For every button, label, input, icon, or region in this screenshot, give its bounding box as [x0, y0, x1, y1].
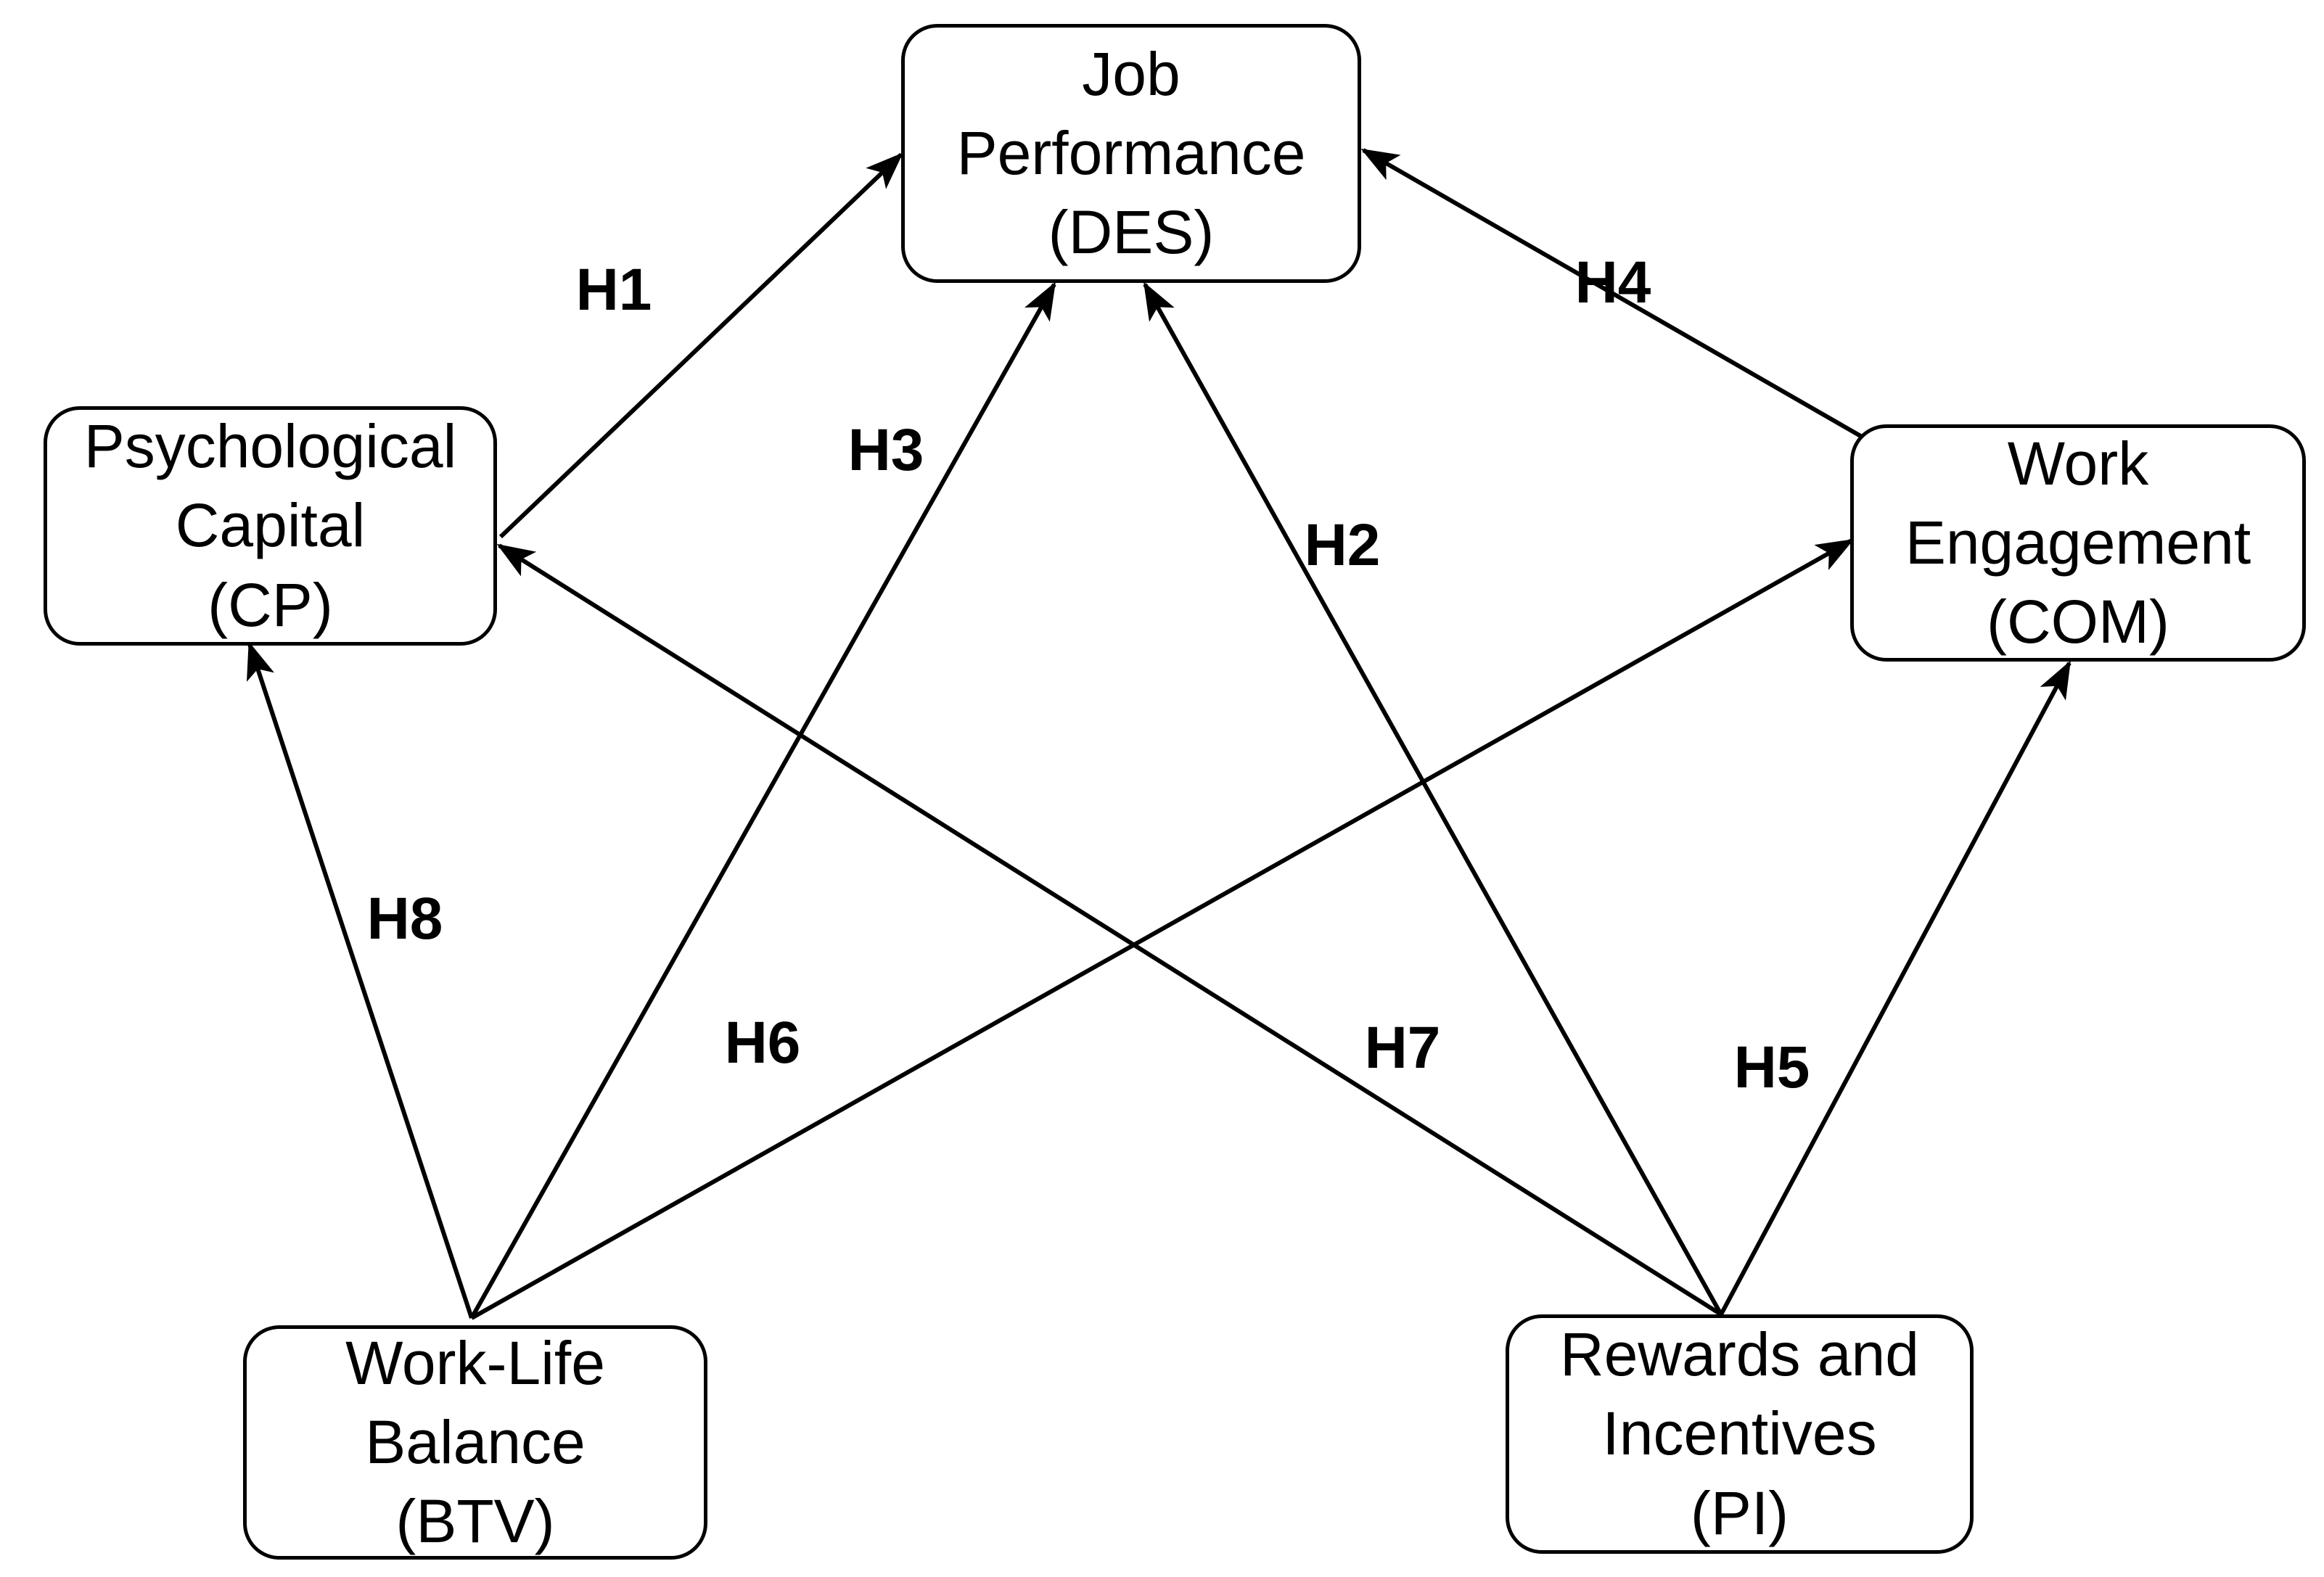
node-rewards-incentives: Rewards and Incentives (PI) [1506, 1314, 1974, 1554]
node-label-line: (BTV) [395, 1487, 555, 1556]
hypothesis-label-h2: H2 [1304, 512, 1381, 578]
hypothesis-label-h4: H4 [1574, 250, 1651, 316]
arrow-h3 [469, 281, 1056, 1319]
node-psychological-capital: Psychological Capital (CP) [44, 406, 497, 646]
hypothesis-label-h6: H6 [724, 1010, 801, 1076]
node-label-line: Capital [175, 491, 366, 560]
node-label-line: (CP) [208, 570, 333, 639]
arrow-h2 [1143, 281, 1723, 1316]
arrow-h7 [496, 543, 1723, 1317]
node-label-line: (DES) [1048, 198, 1215, 267]
node-label-line: Performance [956, 118, 1306, 187]
node-label-line: Incentives [1602, 1399, 1877, 1468]
node-job-performance: Job Performance (DES) [901, 24, 1361, 283]
node-work-engagement: Work Engagement (COM) [1850, 424, 2306, 662]
hypothesis-label-h3: H3 [847, 417, 924, 483]
node-label-line: Work [2007, 429, 2149, 498]
arrow-h1 [498, 152, 903, 539]
node-label-line: Job [1082, 39, 1181, 108]
node-label-line: Balance [365, 1407, 586, 1476]
arrow-h6 [470, 538, 1855, 1320]
hypothesis-label-h8: H8 [366, 886, 443, 952]
node-label-line: (COM) [1987, 588, 2169, 656]
hypothesis-label-h7: H7 [1364, 1015, 1441, 1081]
hypothesis-label-h5: H5 [1733, 1034, 1810, 1100]
node-label-line: Psychological [83, 412, 457, 481]
arrow-h4 [1360, 148, 1863, 439]
node-label-line: (PI) [1690, 1478, 1789, 1547]
arrow-h8 [247, 641, 474, 1319]
node-label-line: Rewards and [1560, 1320, 1919, 1389]
hypothesis-label-h1: H1 [575, 257, 652, 323]
node-label-line: Engagement [1905, 508, 2251, 577]
node-label-line: Work-Life [345, 1328, 605, 1397]
arrow-h5 [1719, 660, 2072, 1316]
node-work-life-balance: Work-Life Balance (BTV) [243, 1325, 707, 1560]
